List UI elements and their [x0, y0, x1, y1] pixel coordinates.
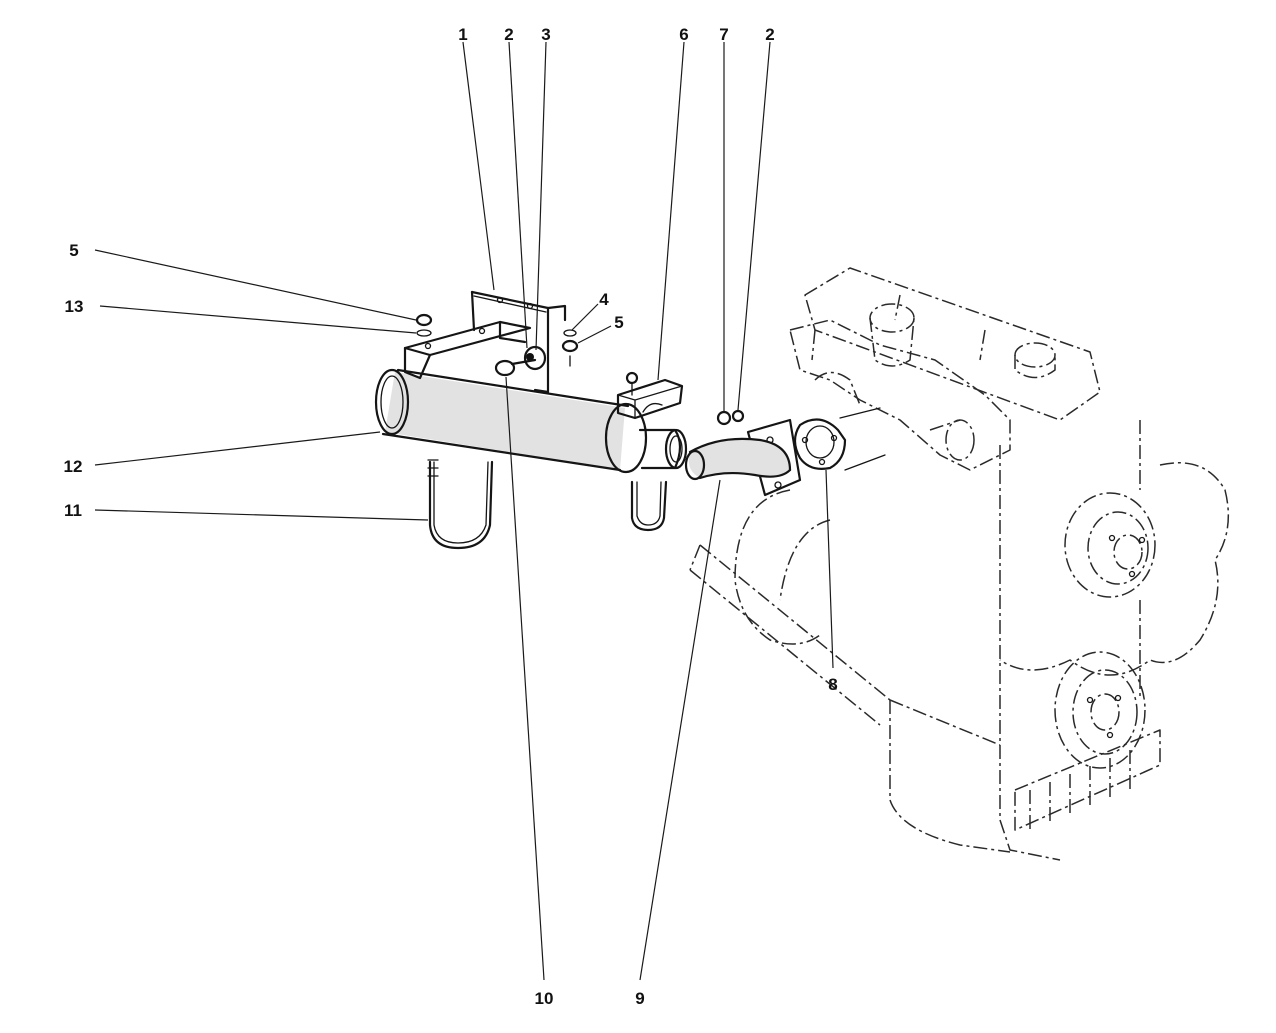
callout-9: 9 [635, 989, 644, 1008]
callout-8: 8 [828, 675, 837, 694]
nut-and-washer-left [415, 313, 433, 337]
exhaust-pipe [684, 437, 792, 481]
leader-lines [94, 41, 834, 981]
callout-1: 1 [458, 25, 467, 44]
callout-13: 13 [65, 297, 84, 316]
callout-12: 12 [64, 457, 83, 476]
muffler [374, 368, 688, 474]
callout-3: 3 [541, 25, 550, 44]
manifold-studs [839, 407, 886, 471]
support-bracket [470, 290, 567, 394]
u-bolt-small [630, 480, 668, 532]
callout-7: 7 [719, 25, 728, 44]
pipe-clamp [616, 371, 684, 420]
engine-block-phantom [689, 267, 1230, 861]
callout-2-top-right: 2 [765, 25, 774, 44]
callout-4: 4 [599, 290, 609, 309]
callout-5-right: 5 [614, 313, 623, 332]
callout-5-left: 5 [69, 241, 78, 260]
u-bolt-large [427, 459, 494, 550]
stud-nuts-right [716, 409, 745, 426]
bolt-10 [494, 358, 537, 377]
nut-and-washer-right [561, 329, 579, 367]
muffler-strap [403, 320, 532, 380]
callout-6: 6 [679, 25, 688, 44]
callout-11: 11 [64, 501, 82, 520]
callout-2-top-left: 2 [504, 25, 513, 44]
exhaust-gasket [793, 418, 847, 470]
callout-10: 10 [535, 989, 554, 1008]
